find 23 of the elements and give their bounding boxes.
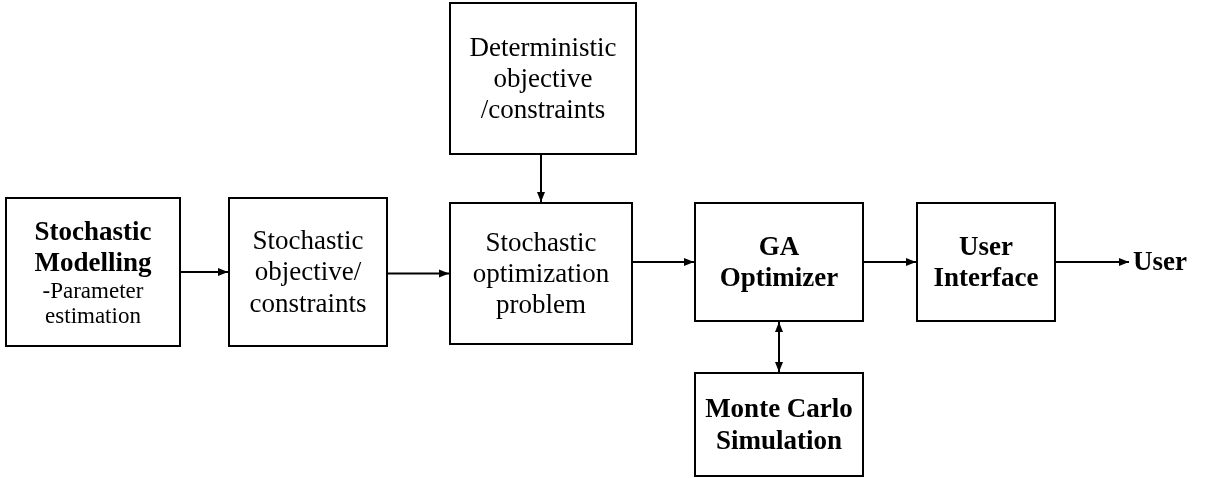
process-box [228, 197, 388, 347]
process-box [916, 202, 1056, 322]
process-box [449, 202, 633, 345]
box-label: Monte Carlo Simulation [704, 393, 854, 456]
box-label: -Parameter estimation [41, 277, 145, 329]
arrow [1055, 258, 1130, 266]
box-label: Deterministic objective /constraints [468, 31, 618, 126]
process-box [5, 197, 181, 347]
node-label: User [1133, 246, 1187, 278]
process-box [694, 372, 864, 477]
arrow [863, 258, 917, 266]
box-label: Stochastic optimization problem [471, 226, 611, 321]
arrow [775, 321, 783, 373]
process-box [694, 202, 864, 322]
arrow [387, 269, 450, 278]
arrow [632, 258, 695, 266]
box-label: User Interface [932, 230, 1040, 294]
box-heading: Stochastic Modelling [33, 215, 153, 278]
box-label: Stochastic objective/ constraints [248, 225, 368, 319]
process-box [449, 2, 637, 155]
arrow [537, 154, 545, 203]
box-label: GA Optimizer [718, 230, 840, 294]
arrow [180, 268, 229, 276]
